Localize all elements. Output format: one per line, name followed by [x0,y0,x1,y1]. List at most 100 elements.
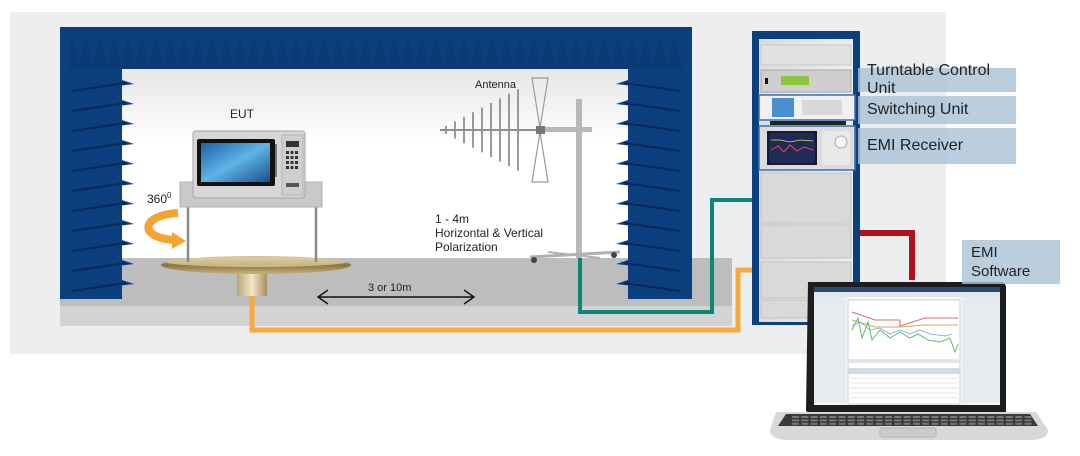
keyboard-key [819,416,827,418]
keypad-key [290,151,294,154]
absorber-cone [534,39,548,64]
absorber-cone [70,212,134,232]
absorber-cone [646,39,660,64]
keyboard-key [931,422,939,425]
antenna-cable [578,198,756,314]
keyboard-key [1024,422,1032,425]
absorber-cone [616,152,682,172]
keyboard-key [829,419,837,422]
absorber-cone [72,39,86,64]
keyboard-key [885,419,892,422]
keyboard-key [1005,422,1013,425]
keyboard-key [978,416,985,418]
absorber-cone [70,252,134,272]
absorber-cone [618,39,632,64]
absorber-edge [623,182,681,192]
absorber-cone [616,72,682,92]
absorber-edge [71,182,127,192]
absorber-cone [100,39,114,64]
absorber-cone [562,39,576,64]
keyboard-key [894,416,902,418]
keyboard-key [1024,416,1032,418]
antenna-label: Antenna [475,79,516,91]
keyboard-key [866,422,874,425]
keypad-key [295,156,298,159]
absorber-cone [464,39,478,64]
keyboard-key [857,416,865,418]
keyboard-key [903,422,911,425]
absorber-cone [212,39,226,64]
absorber-edge [71,282,127,292]
eut-microwave [192,130,306,199]
absorber-cone [70,112,134,132]
keyboard-key [931,416,939,418]
rotation-arrow-icon [144,209,179,244]
ceiling-absorber-cones [72,39,688,64]
absorber-cone [86,39,100,64]
measurement-trace-blue [851,321,953,337]
keyboard-key [1024,419,1032,422]
absorber-edge [71,122,127,132]
absorber-cone [338,39,352,64]
distance-arrow-icon [316,289,476,305]
measurement-trace [851,316,959,354]
keyboard-key [801,422,809,425]
absorber-cone [366,39,380,64]
keyboard-key [922,419,930,422]
keyboard-key [875,422,883,425]
absorber-cone [198,39,212,64]
absorber-edge [623,262,681,272]
keyboard-key [792,416,799,418]
keyboard-key [847,419,855,422]
log-periodic-antenna [440,77,549,183]
keyboard-key [857,419,865,422]
tag-switching-unit: Switching Unit [858,96,1016,124]
absorber-edge [71,162,127,172]
absorber-cone [576,39,590,64]
absorber-cone [422,39,436,64]
keyboard-key [903,419,911,422]
keyboard-key [912,416,920,418]
absorber-cone [282,39,296,64]
receiver-trace [771,139,814,143]
emi-software-line2: Software [971,263,1031,280]
keyboard-key [950,419,958,422]
absorber-cone [450,39,464,64]
eut-label: EUT [230,107,254,121]
keyboard-key [940,416,948,418]
keyboard-key [1015,422,1023,425]
absorber-cone [240,39,254,64]
absorber-cone [616,172,682,192]
receiver-trace [770,144,814,153]
chamber-frame [60,27,692,39]
absorber-cone [380,39,394,64]
absorber-cone [268,39,282,64]
keyboard-key [1015,419,1023,422]
keyboard-key [996,416,1004,418]
absorber-edge [623,142,681,152]
keyboard-key [912,419,920,422]
rotation-label: 3600 [147,189,171,206]
absorber-cone [70,192,134,212]
keyboard-key [950,422,958,425]
keypad-key [290,161,294,164]
keyboard-key [968,422,976,425]
keyboard-key [847,422,855,425]
keypad-key [295,151,298,154]
polarization-label-line2: Polarization [435,240,498,254]
software-cable [856,230,915,280]
absorber-edge [623,242,681,252]
keyboard-key [968,419,976,422]
absorber-cone [254,39,268,64]
absorber-cone [70,232,134,252]
keyboard-key [987,419,995,422]
right-wall-absorber-cones [616,72,682,292]
absorber-cone [70,272,134,292]
absorber-cone [70,132,134,152]
keyboard-key [838,416,846,418]
absorber-cone [170,39,184,64]
absorber-cone [506,39,520,64]
absorber-cone [408,39,422,64]
absorber-cone [616,212,682,232]
absorber-cone [478,39,492,64]
